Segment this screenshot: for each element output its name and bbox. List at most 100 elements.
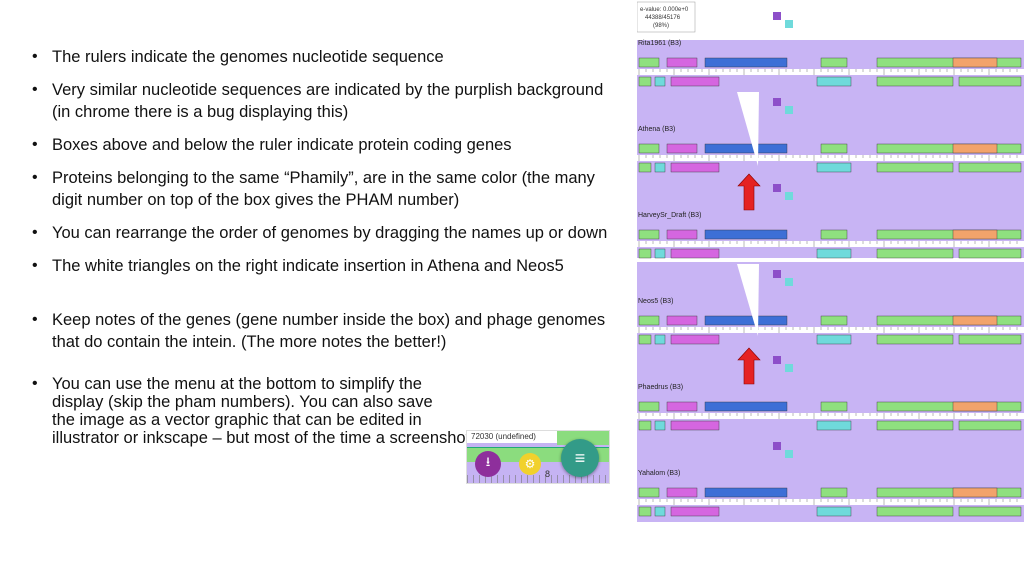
gene-box <box>670 248 720 259</box>
gene-box <box>876 229 1022 240</box>
ruler-bar <box>637 327 1024 333</box>
evalue-text-3: (98%) <box>653 23 669 29</box>
evalue-box <box>637 1 696 33</box>
gene-box <box>952 487 998 498</box>
gene-box <box>952 315 998 326</box>
gene-box-small <box>773 442 781 450</box>
gene-box <box>704 229 788 240</box>
gene-box <box>816 76 852 87</box>
gene-box <box>670 420 720 431</box>
bullet-menu-line-4: illustrator or inkscape – but most of th… <box>52 429 553 447</box>
genome-name-5[interactable]: Yahalom (B3) <box>638 470 680 477</box>
genome-name-4[interactable]: Phaedrus (B3) <box>638 384 683 391</box>
ruler-bar <box>637 69 1024 75</box>
gene-box-small <box>773 184 781 192</box>
gene-box <box>876 76 954 87</box>
gene-box <box>654 162 666 173</box>
ruler-bar <box>637 413 1024 419</box>
gene-box <box>820 487 848 498</box>
bullet-menu-line-1: You can use the menu at the bottom to si… <box>52 375 422 393</box>
gene-box <box>820 229 848 240</box>
gene-box <box>876 420 954 431</box>
genome-name-0[interactable]: Rita1961 (B3) <box>638 40 681 47</box>
gene-box <box>638 143 660 154</box>
gene-box <box>820 315 848 326</box>
inset-tick-label: 8 <box>545 469 551 479</box>
gene-box <box>654 420 666 431</box>
gene-box <box>638 248 652 259</box>
gene-box <box>666 229 698 240</box>
gene-box <box>952 143 998 154</box>
menu-inset-screenshot: 72030 (undefined) 8 ⭳ ⚙ ≡ <box>466 430 610 484</box>
gene-box <box>666 315 698 326</box>
gene-box <box>816 506 852 517</box>
genome-map-svg: e-value: 0.000e+0 44388/45176 (98%) Rita… <box>637 1 1024 522</box>
bullet-menu-tip: You can use the menu at the bottom to si… <box>28 375 608 447</box>
gene-box <box>816 420 852 431</box>
gene-box <box>670 334 720 345</box>
gene-box <box>876 248 954 259</box>
gene-box <box>876 487 1022 498</box>
gene-box <box>638 420 652 431</box>
gene-box <box>816 248 852 259</box>
gene-box-small <box>785 278 793 286</box>
gene-box <box>670 506 720 517</box>
genome-tracks: Rita1961 (B3) Athena (B3) HarveySr_Draft (… <box>637 12 1024 522</box>
gene-box <box>876 57 1022 68</box>
gear-icon[interactable]: ⚙ <box>519 453 541 475</box>
gene-box-small <box>785 20 793 28</box>
gene-box <box>958 248 1022 259</box>
gene-box <box>638 315 660 326</box>
gene-box <box>654 334 666 345</box>
similarity-band <box>637 346 1024 432</box>
gene-box <box>638 506 652 517</box>
ruler-bar <box>637 155 1024 161</box>
gene-box <box>958 420 1022 431</box>
ruler-bar <box>637 499 1024 505</box>
gene-box <box>704 143 788 154</box>
ruler-bar <box>637 241 1024 247</box>
inset-ruler <box>467 475 609 483</box>
bullet-protein-boxes: Boxes above and below the ruler indicate… <box>28 134 608 156</box>
gene-box <box>666 57 698 68</box>
hamburger-icon[interactable]: ≡ <box>561 439 599 477</box>
gene-box <box>876 401 1022 412</box>
gene-box <box>958 334 1022 345</box>
gene-box-small <box>785 106 793 114</box>
genome-name-2[interactable]: HarveySr_Draft (B3) <box>638 212 701 219</box>
gene-box-small <box>785 450 793 458</box>
evalue-text-1: e-value: 0.000e+0 <box>640 7 689 13</box>
bullet-rearrange: You can rearrange the order of genomes b… <box>28 222 608 244</box>
gene-box <box>704 315 788 326</box>
gene-box <box>820 401 848 412</box>
gene-box-small <box>785 192 793 200</box>
gene-box <box>876 143 1022 154</box>
red-arrow-athena <box>737 173 761 211</box>
similarity-band <box>637 262 1024 346</box>
evalue-text-2: 44388/45176 <box>645 15 681 21</box>
bullet-similarity-background: Very similar nucleotide sequences are in… <box>28 79 608 123</box>
gene-box-small <box>785 364 793 372</box>
gene-box <box>704 57 788 68</box>
gene-box <box>816 162 852 173</box>
gene-box-small <box>773 356 781 364</box>
gene-box <box>958 76 1022 87</box>
gene-box <box>654 76 666 87</box>
gene-box <box>638 401 660 412</box>
genome-map-panel: e-value: 0.000e+0 44388/45176 (98%) Rita… <box>637 0 1024 576</box>
gene-box <box>638 229 660 240</box>
insertion-triangle-neos5 <box>737 264 759 336</box>
gene-box <box>876 162 954 173</box>
gene-box <box>958 162 1022 173</box>
gene-box <box>820 57 848 68</box>
bullet-white-triangles: The white triangles on the right indicat… <box>28 255 608 277</box>
gene-box <box>952 57 998 68</box>
gene-box <box>638 162 652 173</box>
gene-box <box>638 334 652 345</box>
genome-name-1[interactable]: Athena (B3) <box>638 126 675 133</box>
gene-box <box>666 487 698 498</box>
download-icon[interactable]: ⭳ <box>475 451 501 477</box>
gene-box <box>670 162 720 173</box>
gene-box <box>876 506 954 517</box>
genome-name-3[interactable]: Neos5 (B3) <box>638 298 673 305</box>
